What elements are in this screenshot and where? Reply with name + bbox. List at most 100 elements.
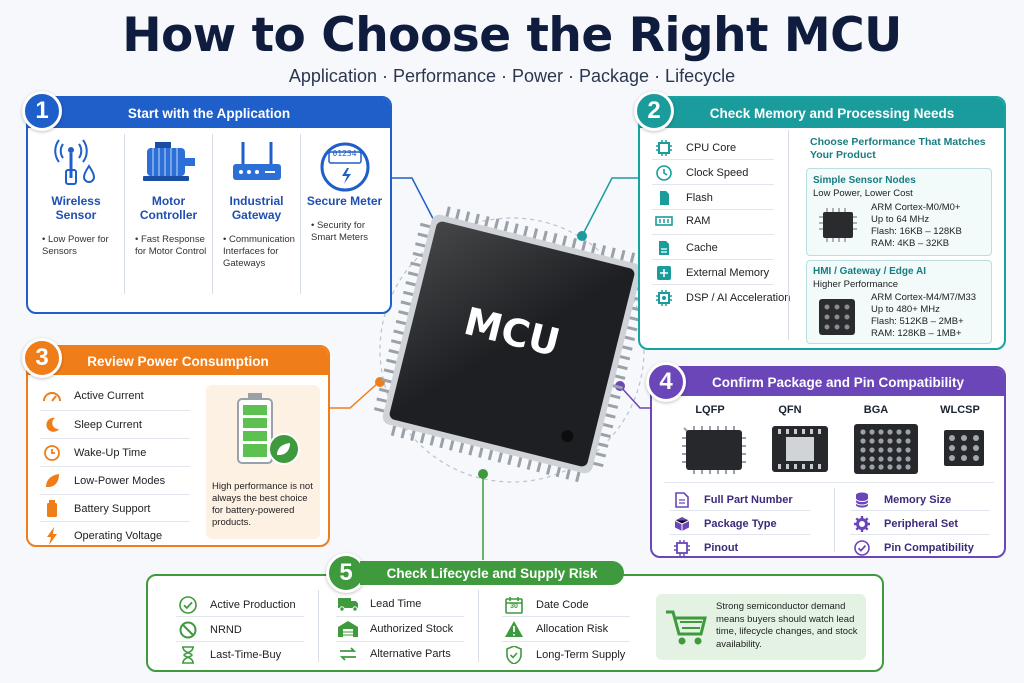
database-icon [852, 492, 872, 508]
lifecycle-item-nrnd: NRND [178, 621, 242, 639]
step4-title: Confirm Package and Pin Compatibility [652, 368, 1004, 396]
package-label-qfn: QFN [778, 404, 802, 416]
tier-subtitle: Higher Performance [813, 279, 899, 290]
moon-icon [42, 417, 62, 433]
lifecycle-item-long-term-supply: Long-Term Supply [504, 646, 625, 664]
app-desc: • Communication Interfaces for Gateways [223, 234, 295, 269]
qfn-package-icon [772, 426, 828, 472]
power-item-wake-up-time: Wake-Up Time [42, 445, 146, 461]
step2-badge: 2 [634, 91, 674, 131]
memory-item-label: RAM [686, 215, 711, 227]
step2-title: Check Memory and Processing Needs [640, 98, 1004, 128]
perf-tier-simple: Simple Sensor Nodes Low Power, Lower Cos… [806, 168, 992, 256]
power-item-label: Sleep Current [74, 419, 142, 431]
lqfp-package-icon [682, 426, 746, 474]
router-icon [232, 142, 281, 180]
calendar-number: 30 [510, 603, 518, 610]
connector-step1 [392, 177, 443, 237]
step5-panel: Active Production NRND Last-Time-Buy Lea… [146, 574, 884, 672]
lifecycle-item-label: Alternative Parts [370, 648, 451, 660]
page-title: How to Choose the Right MCU [122, 8, 902, 63]
memory-item-label: External Memory [686, 267, 770, 279]
step1-badge: 1 [22, 91, 62, 131]
lifecycle-item-last-time-buy: Last-Time-Buy [178, 646, 281, 664]
external-memory-icon [654, 265, 674, 281]
app-desc: • Fast Response for Motor Control [135, 234, 207, 257]
cache-icon [654, 240, 674, 256]
antenna-sensor-icon [54, 139, 96, 185]
package-item-label: Pinout [704, 542, 739, 554]
battery-icon [42, 500, 62, 518]
package-item-label: Pin Compatibility [884, 542, 974, 554]
leaf-icon [42, 473, 62, 489]
package-item-label: Peripheral Set [884, 518, 958, 530]
step4-panel: Confirm Package and Pin Compatibility LQ… [650, 366, 1006, 558]
swap-icon [338, 646, 358, 662]
power-item-label: Low-Power Modes [74, 475, 166, 487]
hourglass-icon [178, 646, 198, 664]
step5-badge: 5 [326, 553, 366, 593]
lifecycle-item-authorized-stock: Authorized Stock [338, 621, 453, 637]
package-item-memory-size: Memory Size [852, 492, 951, 508]
lifecycle-item-label: Active Production [210, 599, 296, 611]
power-item-battery-support: Battery Support [42, 500, 150, 518]
step3-title: Review Power Consumption [28, 347, 328, 375]
memory-item-label: CPU Core [686, 142, 737, 154]
lifecycle-item-allocation-risk: Allocation Risk [504, 621, 608, 637]
bolt-icon [42, 527, 62, 545]
memory-item-dsp-ai: DSP / AI Acceleration [654, 290, 790, 306]
lifecycle-item-date-code: 30 Date Code [504, 596, 589, 614]
connector-dot-step2 [577, 231, 587, 241]
step3-badge: 3 [22, 338, 62, 378]
package-item-label: Memory Size [884, 494, 952, 506]
memory-item-ram: RAM [654, 215, 710, 227]
app-name: Motor Controller [139, 194, 198, 222]
power-item-label: Operating Voltage [74, 530, 163, 542]
battery-leaf-icon [237, 393, 300, 465]
shopping-cart-icon [666, 610, 707, 645]
warning-icon [504, 621, 524, 637]
lifecycle-item-alternative-parts: Alternative Parts [338, 646, 451, 662]
tier-spec: Flash: 16KB – 128KB [871, 226, 962, 237]
connector-dot-step5 [478, 469, 488, 479]
lifecycle-item-label: Last-Time-Buy [210, 649, 282, 661]
perf-heading: Choose Performance That Matches Your Pro… [810, 136, 986, 161]
tier-spec: RAM: 4KB – 32KB [871, 238, 950, 249]
app-name: Secure Meter [306, 194, 383, 208]
timer-icon [42, 445, 62, 461]
tier-spec: Up to 64 MHz [871, 214, 930, 225]
check-circle-icon [178, 596, 198, 614]
memory-item-clock: Clock Speed [654, 165, 748, 181]
memory-item-cache: Cache [654, 240, 718, 256]
small-chip-icon [819, 208, 857, 242]
package-item-label: Full Part Number [704, 494, 793, 506]
package-item-pinout: Pinout [672, 540, 738, 556]
app-name: Industrial Gateway [229, 194, 284, 222]
package-label-lqfp: LQFP [695, 404, 725, 416]
ai-chip-icon [654, 290, 674, 306]
lifecycle-item-lead-time: Lead Time [338, 596, 421, 612]
lifecycle-item-label: Lead Time [370, 598, 422, 610]
step1-title: Start with the Application [28, 98, 390, 128]
motor-icon [142, 142, 195, 181]
tier-spec: RAM: 128KB – 1MB+ [871, 328, 962, 339]
package-item-peripheral-set: Peripheral Set [852, 516, 958, 532]
cube-icon [672, 516, 692, 532]
power-item-active-current: Active Current [42, 389, 144, 403]
center-dashed-circle [379, 217, 645, 483]
lifecycle-item-active-production: Active Production [178, 596, 296, 614]
wlcsp-package-icon [944, 430, 984, 466]
mcu-chip-graphic [373, 206, 650, 483]
power-item-label: Wake-Up Time [74, 447, 147, 459]
memory-item-external-memory: External Memory [654, 265, 769, 281]
bga-chip-icon [819, 299, 855, 335]
app-card-motor-controller: Motor Controller • Fast Response for Mot… [124, 134, 212, 294]
connector-step4 [619, 385, 652, 409]
app-card-secure-meter: 01234 Secure Meter • Security for Smart … [300, 134, 388, 294]
package-label-wlcsp: WLCSP [940, 404, 980, 416]
warehouse-icon [338, 621, 358, 637]
power-item-label: Battery Support [74, 503, 151, 515]
package-item-full-part-number: Full Part Number [672, 492, 793, 508]
tier-spec: ARM Cortex-M0/M0+ [871, 202, 961, 213]
shield-icon [504, 646, 524, 664]
